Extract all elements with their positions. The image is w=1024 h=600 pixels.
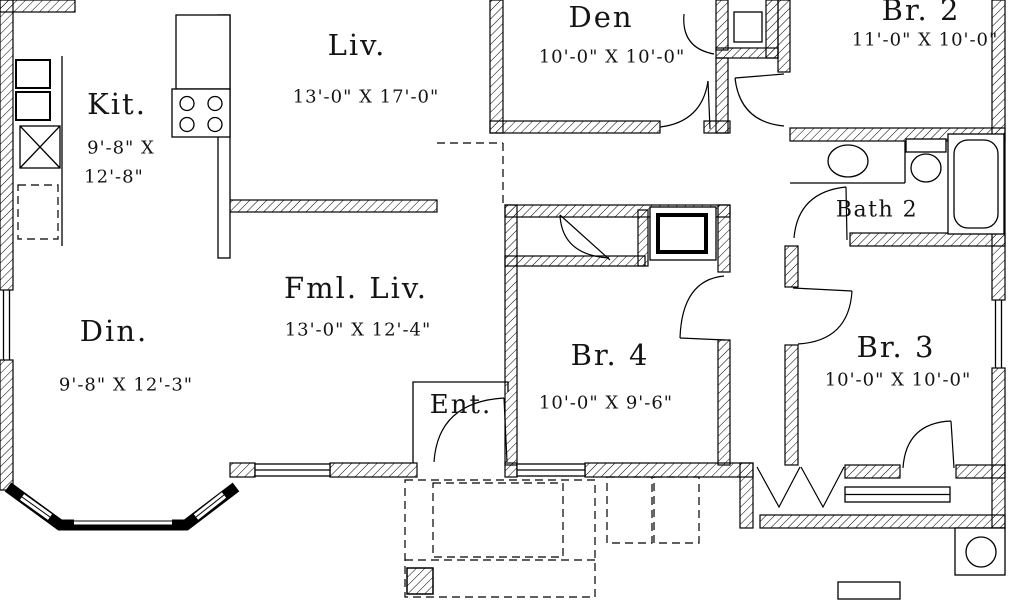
porch-column — [406, 567, 434, 595]
refrigerator-icon — [17, 184, 59, 240]
room-label-kit: Kit. — [87, 87, 147, 121]
room-label-din: Din. — [79, 314, 149, 348]
room-label-liv: Liv. — [327, 28, 387, 62]
room-dims-den: 10'-0" X 10'-0" — [538, 46, 686, 68]
room-dims-din: 9'-8" X 12'-3" — [58, 374, 194, 396]
bathtub-icon — [947, 133, 1005, 235]
walls — [0, 0, 1006, 529]
windows — [2, 290, 1003, 503]
bay-window — [4, 482, 240, 531]
kitchen-cabinet — [175, 14, 231, 90]
utility-corner — [837, 527, 1006, 600]
room-dims-br3: 10'-0" X 10'-0" — [824, 369, 972, 391]
bathroom-sink-icon — [827, 144, 869, 178]
br4-builtin-shelf — [649, 206, 717, 261]
room-dims-liv: 13'-0" X 17'-0" — [292, 86, 440, 108]
room-label-bath2: Bath 2 — [835, 197, 919, 223]
room-dims-kit-line2: 12'-8" — [84, 166, 144, 188]
toilet-icon — [905, 138, 947, 183]
kitchen-fixtures — [15, 14, 231, 259]
dashed-lines — [404, 142, 700, 598]
room-dims-fml: 13'-0" X 12'-4" — [284, 319, 432, 341]
water-heater-icon — [965, 536, 997, 568]
room-label-br4: Br. 4 — [570, 338, 650, 372]
room-label-den: Den — [568, 0, 634, 34]
stove-icon — [171, 88, 231, 138]
room-label-br3: Br. 3 — [856, 330, 936, 364]
room-label-fml: Fml. Liv. — [283, 271, 429, 305]
room-label-br2: Br. 2 — [881, 0, 961, 27]
bifold-closet-doors — [756, 466, 845, 509]
doors — [433, 13, 955, 469]
room-dims-br2: 11'-0" X 10'-0" — [851, 29, 999, 51]
room-dims-br4: 10'-0" X 9'-6" — [538, 392, 674, 414]
bath2-fixtures — [790, 133, 1005, 235]
dishwasher-icon — [19, 125, 61, 169]
entry-vestibule — [412, 381, 509, 463]
br2-closet-shelf — [733, 11, 763, 43]
room-dims-kit-line1: 9'-8" X — [87, 137, 155, 159]
kitchen-sink-icon — [15, 59, 51, 121]
room-label-ent: Ent. — [429, 390, 493, 420]
